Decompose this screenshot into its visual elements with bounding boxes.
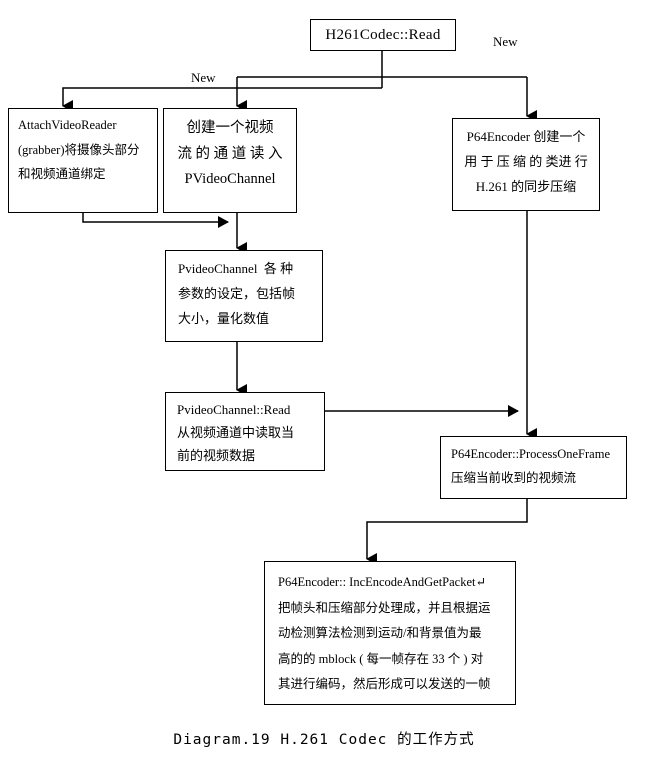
node-process-one-frame[interactable]: P64Encoder::ProcessOneFrame 压缩当前收到的视频流 [440, 436, 627, 499]
node-line: AttachVideoReader [18, 118, 117, 132]
node-line: 大小，量化数值 [178, 311, 270, 326]
node-line: H261Codec::Read [325, 26, 441, 43]
node-line: 创建一个视频 [186, 120, 274, 136]
node-line: 和视频通道绑定 [18, 167, 106, 181]
node-attach-video-reader[interactable]: AttachVideoReader (grabber)将摄像头部分 和视频通道绑… [8, 108, 158, 213]
edge-label-new-left: New [188, 71, 219, 84]
edge-label-new-right: New [490, 35, 521, 48]
node-create-video-channel[interactable]: 创建一个视频 流 的 通 道 读 入 PVideoChannel [163, 108, 297, 213]
node-line: 参数的设定，包括帧 [178, 286, 296, 301]
node-line: 把帧头和压缩部分处理成，并且根据运 [278, 600, 491, 615]
node-inc-encode-and-get-packet[interactable]: P64Encoder:: IncEncodeAndGetPacket↵ 把帧头和… [264, 561, 516, 705]
edge-process-to-packet [366, 499, 528, 565]
node-line: 高的的 mblock ( 每一帧存在 33 个 ) 对 [278, 651, 484, 666]
node-line: 流 的 通 道 读 入 [177, 145, 283, 162]
node-line: H.261 的同步压缩 [475, 179, 577, 194]
node-line: P64Encoder:: IncEncodeAndGetPacket↵ [278, 575, 486, 589]
node-p64encoder[interactable]: P64Encoder 创建一个 用 于 压 缩 的 类进 行 H.261 的同步… [452, 118, 600, 211]
node-line: 前的视频数据 [177, 448, 256, 463]
node-line: P64Encoder::ProcessOneFrame [451, 447, 610, 461]
node-h261codec-read[interactable]: H261Codec::Read [310, 19, 456, 51]
node-line: (grabber)将摄像头部分 [18, 142, 140, 157]
node-line: 其进行编码，然后形成可以发送的一帧 [278, 677, 491, 691]
node-line: 压缩当前收到的视频流 [451, 470, 577, 485]
node-line: PVideoChannel [184, 171, 276, 187]
node-line: 动检测算法检测到运动/和背景值为最 [278, 626, 482, 640]
diagram-caption: Diagram.19 H.261 Codec 的工作方式 [173, 732, 475, 748]
node-line: PvideoChannel 各 种 [178, 261, 294, 276]
node-line: 用 于 压 缩 的 类进 行 [464, 154, 588, 169]
edge-root-to-attach [62, 87, 382, 112]
node-pvideochannel-params[interactable]: PvideoChannel 各 种 参数的设定，包括帧 大小，量化数值 [165, 250, 323, 342]
node-line: 从视频通道中读取当 [177, 425, 295, 440]
node-pvideochannel-read[interactable]: PvideoChannel::Read 从视频通道中读取当 前的视频数据 [165, 392, 325, 471]
edge-attach-to-merge [82, 213, 229, 228]
node-line: PvideoChannel::Read [177, 402, 291, 417]
node-line: P64Encoder 创建一个 [466, 129, 586, 144]
